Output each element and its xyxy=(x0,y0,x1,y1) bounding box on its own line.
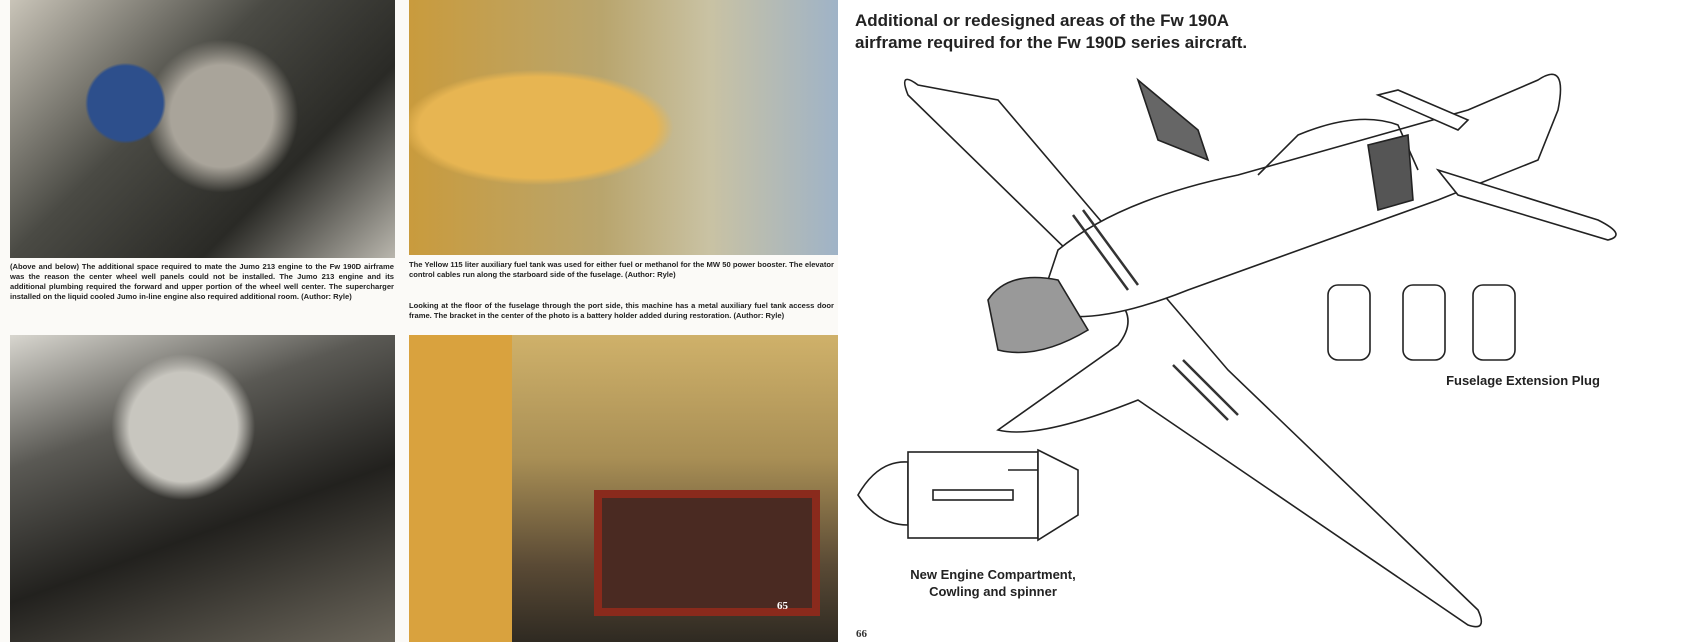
cockpit-shaded xyxy=(1136,77,1210,162)
photo-fuselage-floor xyxy=(409,335,838,642)
label-engine-line1: New Engine Compartment, xyxy=(910,567,1076,582)
label-fuselage-extension-plug: Fuselage Extension Plug xyxy=(1446,373,1600,388)
extension-plug-parts xyxy=(1327,284,1516,361)
photo-engine-upper xyxy=(10,0,395,258)
wheel-well-lines xyxy=(1071,209,1239,421)
nose-section xyxy=(987,276,1090,354)
caption-tank: The Yellow 115 liter auxiliary fuel tank… xyxy=(409,260,834,279)
fuselage-plug-band xyxy=(1367,133,1414,212)
page-number-right: 66 xyxy=(856,628,867,640)
right-page: Additional or redesigned areas of the Fw… xyxy=(838,0,1696,642)
caption-engine: (Above and below) The additional space r… xyxy=(10,262,394,301)
engine-compartment xyxy=(857,448,1079,542)
left-page: (Above and below) The additional space r… xyxy=(0,0,838,642)
fuselage-outline xyxy=(1037,73,1562,318)
label-engine-compartment: New Engine Compartment, Cowling and spin… xyxy=(883,566,1103,600)
diagram-title: Additional or redesigned areas of the Fw… xyxy=(855,11,1248,52)
label-engine-line2: Cowling and spinner xyxy=(929,584,1057,599)
tailplane xyxy=(1435,168,1617,241)
battery-holder xyxy=(594,490,820,616)
canopy xyxy=(1257,118,1419,176)
tailplane-upper xyxy=(1375,89,1470,131)
photo-engine-lower xyxy=(10,335,395,642)
aircraft-diagram xyxy=(857,73,1617,628)
page-number-left: 65 xyxy=(777,600,788,612)
photo-fuel-tank xyxy=(409,0,838,255)
caption-floor: Looking at the floor of the fuselage thr… xyxy=(409,301,834,320)
wing-outline xyxy=(903,78,1483,628)
